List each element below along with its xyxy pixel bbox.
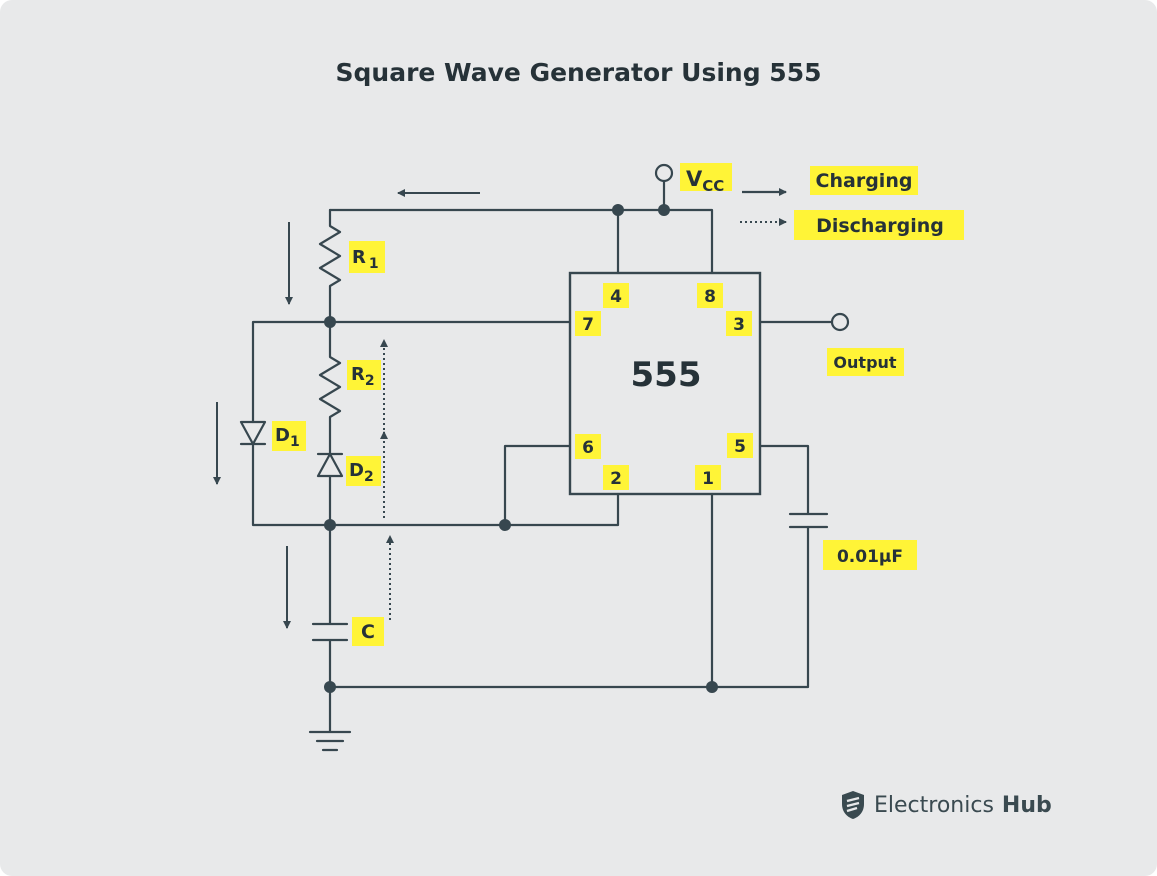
d2-label: D2 <box>349 460 374 485</box>
c-label: C <box>361 621 375 643</box>
vcc-label-bg <box>680 163 732 191</box>
pin-5-label: 5 <box>734 437 746 457</box>
d2-diode <box>316 452 344 527</box>
charging-arrows <box>213 189 480 629</box>
pin-8-label: 8 <box>704 287 716 307</box>
vcc-label: VCC <box>686 167 724 195</box>
shield-logo-icon <box>842 791 864 819</box>
r2-label-bg <box>347 360 381 390</box>
brand-name-part1: Electronics <box>874 792 994 818</box>
discharging-arrows <box>380 339 394 620</box>
pin-7-label: 7 <box>582 315 594 335</box>
brand-name-part2: Hub <box>1001 792 1052 818</box>
d1-label-bg <box>272 421 306 451</box>
ground-rail-wire <box>328 492 810 689</box>
ic-555-label: 555 <box>631 355 702 395</box>
legend-discharging-label: Discharging <box>816 215 944 237</box>
junction-dots <box>324 204 718 693</box>
pin-6-label: 6 <box>582 438 594 458</box>
output-terminal <box>830 312 850 332</box>
legend-charging-bg <box>810 166 918 195</box>
control-capacitor <box>758 444 829 529</box>
pin-3-label: 3 <box>733 315 745 335</box>
r2-resistor <box>318 320 342 456</box>
brand-logo: Electronics Hub <box>840 788 1052 822</box>
pin-labels: 4 8 7 3 6 5 2 1 <box>575 283 753 490</box>
pin-2-label: 2 <box>610 469 622 489</box>
diagram-title: Square Wave Generator Using 555 <box>335 58 822 87</box>
top-rail-wire <box>328 208 714 275</box>
r1-label-bg <box>349 241 385 273</box>
r1-resistor <box>318 208 342 324</box>
control-cap-label: 0.01µF <box>837 547 903 567</box>
d2-label-bg <box>346 456 381 486</box>
pin-4-label: 4 <box>610 287 622 307</box>
vcc-terminal <box>654 163 674 183</box>
d1-diode <box>239 420 267 446</box>
output-label-bg <box>827 348 904 376</box>
ic-555-body <box>568 271 762 496</box>
d1-branch-wire <box>251 320 332 527</box>
ground-symbol <box>308 685 352 752</box>
legend-charging-label: Charging <box>816 170 913 192</box>
trigger-threshold-wire <box>328 444 620 527</box>
c-label-bg <box>352 617 384 646</box>
control-cap-label-bg <box>823 540 917 570</box>
legend-discharging-bg <box>794 210 964 240</box>
output-label: Output <box>833 353 896 372</box>
r2-label: R2 <box>351 364 375 389</box>
d1-label: D1 <box>275 425 300 450</box>
capacitor-c <box>311 523 349 689</box>
pin-1-label: 1 <box>702 469 714 489</box>
